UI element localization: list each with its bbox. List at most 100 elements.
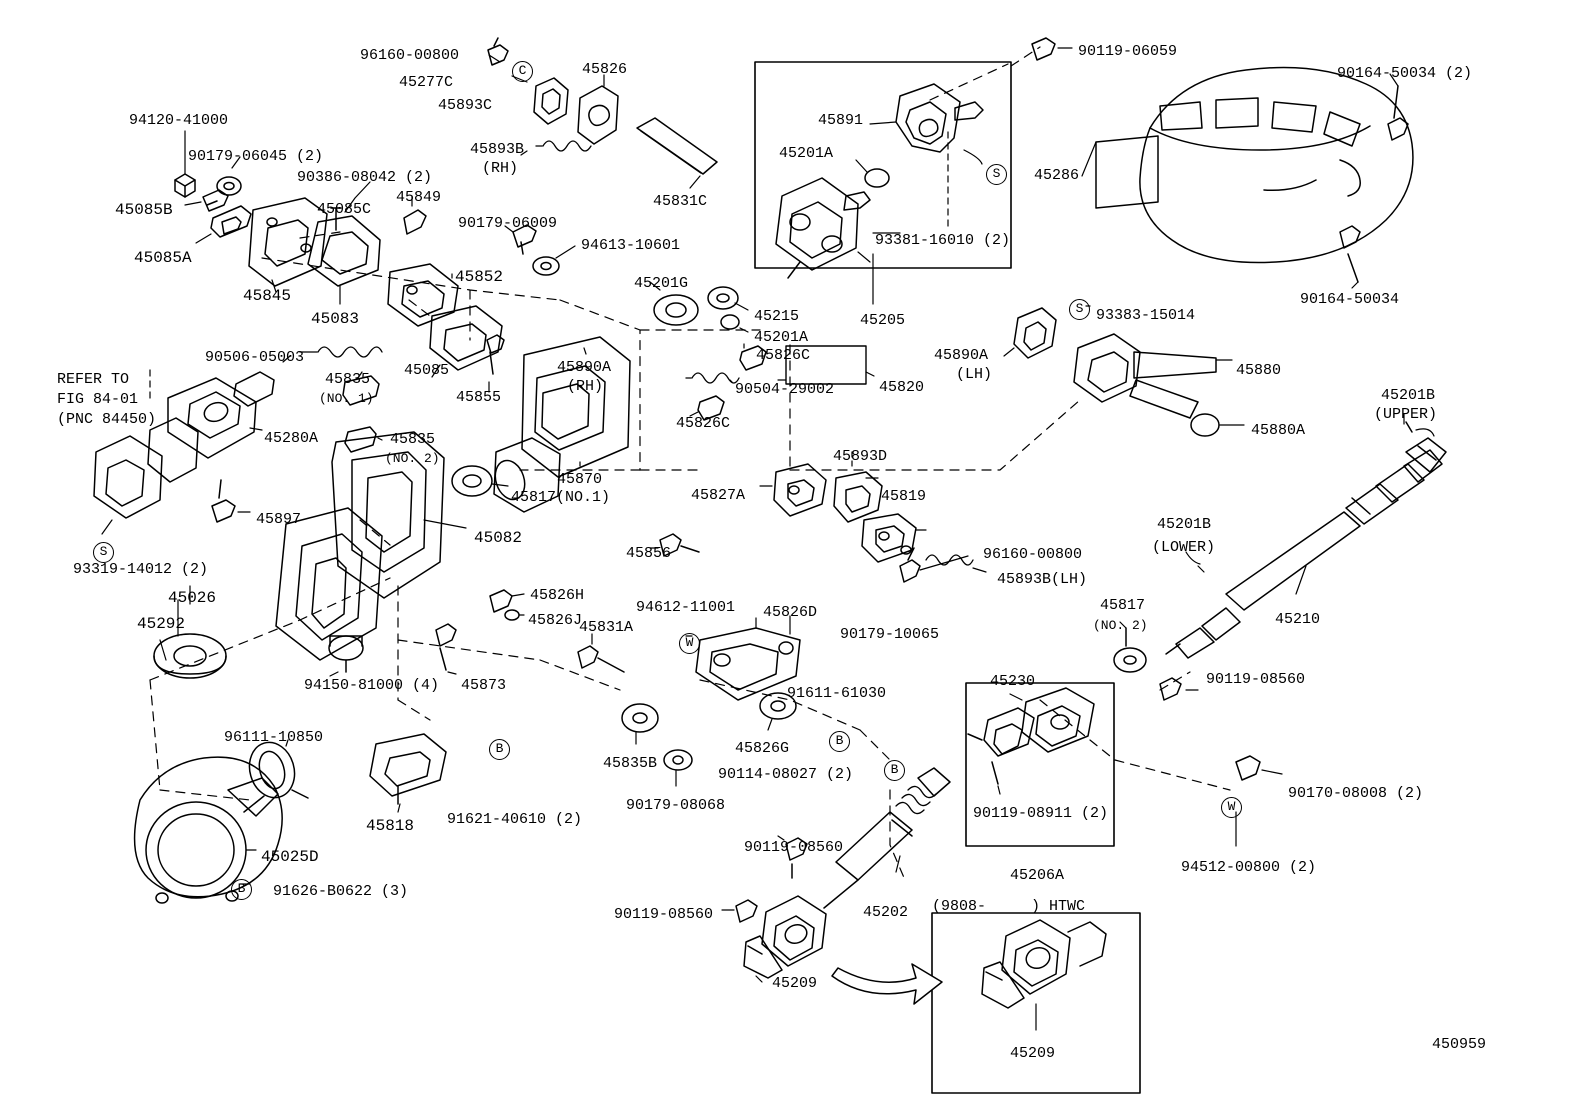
sheet-number: 450959 bbox=[1432, 1036, 1487, 1053]
label-45201B-lower-sub: (LOWER) bbox=[1152, 539, 1216, 556]
label-45835-no1-sub: (NO. 1) bbox=[319, 391, 374, 406]
label-90179-10065: 90179-10065 bbox=[840, 626, 940, 643]
label-45201B-upper: 45201B bbox=[1381, 387, 1436, 404]
label-45873: 45873 bbox=[461, 677, 507, 694]
label-45201B-lower: 45201B bbox=[1157, 516, 1212, 533]
label-45082: 45082 bbox=[474, 529, 523, 547]
label-90506-05003: 90506-05003 bbox=[205, 349, 305, 366]
label-45826: 45826 bbox=[582, 61, 628, 78]
label-90179-06045-2: 90179-06045 (2) bbox=[188, 148, 324, 165]
label-45292: 45292 bbox=[137, 615, 186, 633]
label-94150-81000-4: 94150-81000 (4) bbox=[304, 677, 440, 694]
label-45893D: 45893D bbox=[833, 448, 888, 465]
label-45831A: 45831A bbox=[579, 619, 634, 636]
label-45085: 45085 bbox=[404, 362, 450, 379]
refer-to-line2: FIG 84-01 bbox=[57, 391, 139, 408]
label-45820: 45820 bbox=[879, 379, 925, 396]
label-90179-06009: 90179-06009 bbox=[458, 215, 558, 232]
label-45849: 45849 bbox=[396, 189, 442, 206]
label-90119-06059: 90119-06059 bbox=[1078, 43, 1178, 60]
label-45835-no2-sub: (NO. 2) bbox=[385, 451, 440, 466]
label-45085C: 45085C bbox=[317, 201, 372, 218]
label-45827A: 45827A bbox=[691, 487, 746, 504]
label-45286: 45286 bbox=[1034, 167, 1080, 184]
label-93319-14012-2: 93319-14012 (2) bbox=[73, 561, 209, 578]
label-45201A-upper: 45201A bbox=[779, 145, 834, 162]
label-45893B-rh-sub: (RH) bbox=[482, 160, 519, 177]
mark-b-3: B bbox=[884, 760, 905, 781]
label-96160-00800-right: 96160-00800 bbox=[983, 546, 1083, 563]
label-45819: 45819 bbox=[881, 488, 927, 505]
mark-b-2: B bbox=[829, 731, 850, 752]
label-45893B-rh: 45893B bbox=[470, 141, 525, 158]
label-45085B: 45085B bbox=[115, 201, 173, 219]
label-90179-08068: 90179-08068 bbox=[626, 797, 726, 814]
label-45206A: 45206A bbox=[1010, 867, 1065, 884]
mark-c-fastener: C bbox=[512, 61, 533, 82]
label-90504-29002: 90504-29002 bbox=[735, 381, 835, 398]
label-45826J: 45826J bbox=[528, 612, 583, 629]
label-45826H: 45826H bbox=[530, 587, 585, 604]
label-45891: 45891 bbox=[818, 112, 864, 129]
label-45215: 45215 bbox=[754, 308, 800, 325]
label-45856: 45856 bbox=[626, 545, 672, 562]
label-93381-16010-2: 93381-16010 (2) bbox=[875, 232, 1011, 249]
label-45852: 45852 bbox=[455, 268, 504, 286]
label-45280A: 45280A bbox=[264, 430, 319, 447]
label-45870: 45870 bbox=[557, 471, 603, 488]
label-93383-15014: 93383-15014 bbox=[1096, 307, 1196, 324]
label-45817-no1: 45817(NO.1) bbox=[511, 489, 611, 506]
label-45826C-upper: 45826C bbox=[756, 347, 811, 364]
label-45230: 45230 bbox=[990, 673, 1036, 690]
label-45817-no2: 45817 bbox=[1100, 597, 1146, 614]
label-90164-50034-2: 90164-50034 (2) bbox=[1337, 65, 1473, 82]
label-45826D: 45826D bbox=[763, 604, 818, 621]
mark-w-2: W bbox=[1221, 797, 1242, 818]
label-45880: 45880 bbox=[1236, 362, 1282, 379]
label-90119-08560-mid: 90119-08560 bbox=[744, 839, 844, 856]
label-94612-11001: 94612-11001 bbox=[636, 599, 736, 616]
label-45205: 45205 bbox=[860, 312, 906, 329]
mark-b-4: B bbox=[231, 879, 252, 900]
label-45202: 45202 bbox=[863, 904, 909, 921]
mark-s-2: S bbox=[1069, 299, 1090, 320]
label-45277C: 45277C bbox=[399, 74, 454, 91]
label-45835-no2: 45835 bbox=[390, 431, 436, 448]
label-45890A-lh: 45890A bbox=[934, 347, 989, 364]
label-91626-B0622-3: 91626-B0622 (3) bbox=[273, 883, 409, 900]
mark-s-1: S bbox=[986, 164, 1007, 185]
label-94120-41000: 94120-41000 bbox=[129, 112, 229, 129]
label-45083: 45083 bbox=[311, 310, 360, 328]
label-96160-00800-top: 96160-00800 bbox=[360, 47, 460, 64]
label-90119-08911-2: 90119-08911 (2) bbox=[973, 805, 1109, 822]
label-htwc-note: (9808- ) HTWC bbox=[932, 898, 1086, 915]
label-45831C: 45831C bbox=[653, 193, 708, 210]
refer-to-line3: (PNC 84450) bbox=[57, 411, 157, 428]
label-90114-08027-2: 90114-08027 (2) bbox=[718, 766, 854, 783]
label-45201A-lower: 45201A bbox=[754, 329, 809, 346]
label-90386-08042-2: 90386-08042 (2) bbox=[297, 169, 433, 186]
label-45201G: 45201G bbox=[634, 275, 689, 292]
label-45890A-rh: 45890A bbox=[557, 359, 612, 376]
label-45085A: 45085A bbox=[134, 249, 192, 267]
label-45835-no1: 45835 bbox=[325, 371, 371, 388]
label-90170-08008-2: 90170-08008 (2) bbox=[1288, 785, 1424, 802]
label-45209-main: 45209 bbox=[772, 975, 818, 992]
mark-b-1: B bbox=[489, 739, 510, 760]
label-94512-00800-2: 94512-00800 (2) bbox=[1181, 859, 1317, 876]
label-45855: 45855 bbox=[456, 389, 502, 406]
label-91621-40610-2: 91621-40610 (2) bbox=[447, 811, 583, 828]
label-45818: 45818 bbox=[366, 817, 415, 835]
label-45893C: 45893C bbox=[438, 97, 493, 114]
label-90119-08560-right: 90119-08560 bbox=[1206, 671, 1306, 688]
label-45890A-rh-sub: (RH) bbox=[567, 378, 604, 395]
label-45880A: 45880A bbox=[1251, 422, 1306, 439]
label-45897: 45897 bbox=[256, 511, 302, 528]
label-45209-inset: 45209 bbox=[1010, 1045, 1056, 1062]
label-45201B-upper-sub: (UPPER) bbox=[1374, 406, 1438, 423]
label-91611-61030: 91611-61030 bbox=[787, 685, 887, 702]
label-45210: 45210 bbox=[1275, 611, 1321, 628]
label-45890A-lh-sub: (LH) bbox=[956, 366, 993, 383]
mark-w-1: W bbox=[679, 633, 700, 654]
